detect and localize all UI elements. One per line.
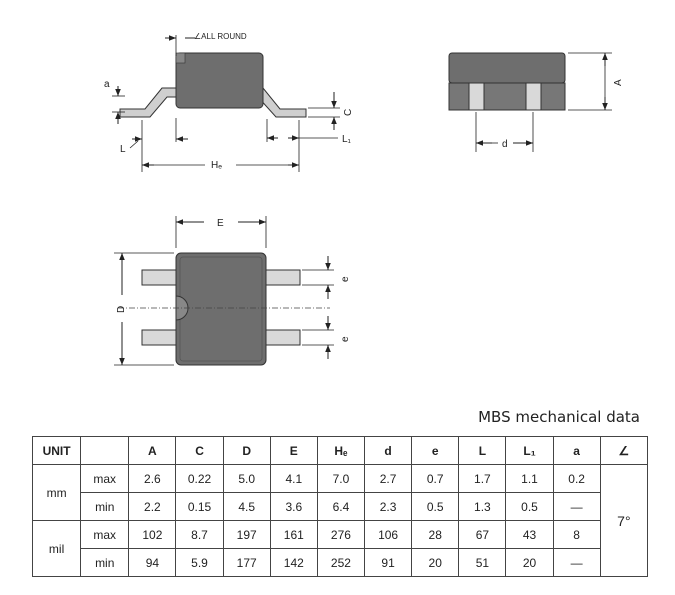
value-cell: 91 bbox=[364, 548, 413, 577]
value-cell: 1.1 bbox=[505, 464, 554, 493]
dim-l1-label: L₁ bbox=[342, 134, 352, 145]
side-body-step bbox=[175, 52, 186, 64]
dim-he-label: Hₑ bbox=[211, 160, 222, 171]
value-cell: 43 bbox=[505, 520, 554, 549]
value-cell: 28 bbox=[411, 520, 460, 549]
value-cell: 0.2 bbox=[552, 464, 601, 493]
side-body bbox=[175, 52, 264, 109]
header-cell bbox=[80, 436, 130, 465]
end-view: A d bbox=[448, 52, 624, 152]
side-lead-left bbox=[119, 87, 177, 118]
dim-d-small-label: d bbox=[502, 139, 508, 150]
value-cell: 67 bbox=[458, 520, 507, 549]
value-cell: 0.15 bbox=[175, 492, 224, 521]
value-cell: 0.5 bbox=[505, 492, 554, 521]
value-cell: 5.0 bbox=[222, 464, 271, 493]
table-row: min 2.2 0.15 4.5 3.6 6.4 2.3 0.5 1.3 0.5… bbox=[33, 492, 648, 521]
value-cell: — bbox=[552, 548, 601, 577]
header-cell: e bbox=[411, 436, 460, 465]
value-cell: 94 bbox=[128, 548, 177, 577]
value-cell: 1.3 bbox=[458, 492, 507, 521]
table-row: mil max 102 8.7 197 161 276 106 28 67 43… bbox=[31, 520, 648, 577]
dim-a-cap-label: A bbox=[613, 79, 624, 86]
top-lead-right-lower bbox=[261, 329, 301, 346]
top-lead-left-lower bbox=[141, 329, 181, 346]
top-lead-left-upper bbox=[141, 269, 181, 286]
limit-cell: max bbox=[80, 464, 130, 493]
all-round-label: ∠ALL ROUND bbox=[194, 32, 247, 41]
value-cell: 3.6 bbox=[269, 492, 318, 521]
side-view: ∠ALL ROUND a L L₁ bbox=[104, 32, 354, 172]
value-cell: 7.0 bbox=[316, 464, 366, 493]
header-cell: UNIT bbox=[31, 436, 82, 465]
value-cell: — bbox=[552, 492, 601, 521]
end-lead-left bbox=[468, 82, 485, 111]
table-title: MBS mechanical data bbox=[478, 408, 640, 426]
table-row: min 94 5.9 177 142 252 91 20 51 20 — bbox=[33, 548, 648, 577]
value-cell: 177 bbox=[222, 548, 271, 577]
header-cell: L₁ bbox=[505, 436, 554, 465]
header-cell: C bbox=[175, 436, 224, 465]
end-body bbox=[448, 52, 566, 84]
dim-e2-label: e bbox=[340, 336, 351, 342]
dim-a-label: a bbox=[104, 79, 110, 90]
header-cell: D bbox=[222, 436, 271, 465]
top-body bbox=[175, 252, 267, 366]
value-cell: 2.7 bbox=[364, 464, 413, 493]
value-cell: 2.6 bbox=[128, 464, 177, 493]
value-cell: 51 bbox=[458, 548, 507, 577]
dim-l-label: L bbox=[120, 144, 126, 155]
value-cell: 0.22 bbox=[175, 464, 224, 493]
value-cell: 8.7 bbox=[175, 520, 224, 549]
value-cell: 142 bbox=[269, 548, 318, 577]
dim-d-cap-label: D bbox=[116, 306, 127, 313]
package-drawing: ∠ALL ROUND a L L₁ bbox=[104, 32, 624, 366]
dim-c-label: C bbox=[343, 109, 354, 116]
header-row: UNIT A C D E Hₑ d e L L₁ a ∠ bbox=[31, 436, 649, 465]
end-body-lower bbox=[448, 82, 566, 111]
value-cell: 20 bbox=[505, 548, 554, 577]
value-cell: 2.3 bbox=[364, 492, 413, 521]
value-cell: 0.7 bbox=[411, 464, 460, 493]
angle-cell: 7° bbox=[599, 464, 649, 577]
value-cell: 4.5 bbox=[222, 492, 271, 521]
header-cell: A bbox=[128, 436, 177, 465]
end-lead-right bbox=[525, 82, 542, 111]
dim-e-cap-label: E bbox=[217, 218, 224, 229]
limit-cell: max bbox=[80, 520, 130, 549]
value-cell: 5.9 bbox=[175, 548, 224, 577]
value-cell: 197 bbox=[222, 520, 271, 549]
dim-e1-label: e bbox=[340, 276, 351, 282]
value-cell: 106 bbox=[364, 520, 413, 549]
unit-cell: mm bbox=[31, 464, 82, 521]
header-cell: E bbox=[269, 436, 318, 465]
value-cell: 276 bbox=[316, 520, 366, 549]
unit-cell: mil bbox=[31, 520, 82, 577]
top-lead-right-upper bbox=[261, 269, 301, 286]
mechanical-data-table: UNIT A C D E Hₑ d e L L₁ a ∠ mm max 2.6 … bbox=[31, 436, 649, 577]
header-cell: a bbox=[552, 436, 601, 465]
value-cell: 1.7 bbox=[458, 464, 507, 493]
value-cell: 161 bbox=[269, 520, 318, 549]
header-cell: Hₑ bbox=[316, 436, 366, 465]
top-view: E D e e bbox=[114, 216, 351, 366]
value-cell: 0.5 bbox=[411, 492, 460, 521]
header-cell: ∠ bbox=[599, 436, 649, 465]
header-cell: L bbox=[458, 436, 507, 465]
header-cell: d bbox=[364, 436, 413, 465]
table-row: mm max 2.6 0.22 5.0 4.1 7.0 2.7 0.7 1.7 … bbox=[31, 464, 649, 577]
value-cell: 252 bbox=[316, 548, 366, 577]
value-cell: 4.1 bbox=[269, 464, 318, 493]
value-cell: 8 bbox=[552, 520, 601, 549]
limit-cell: min bbox=[80, 548, 130, 577]
value-cell: 6.4 bbox=[316, 492, 366, 521]
value-cell: 102 bbox=[128, 520, 177, 549]
value-cell: 2.2 bbox=[128, 492, 177, 521]
limit-cell: min bbox=[80, 492, 130, 521]
value-cell: 20 bbox=[411, 548, 460, 577]
